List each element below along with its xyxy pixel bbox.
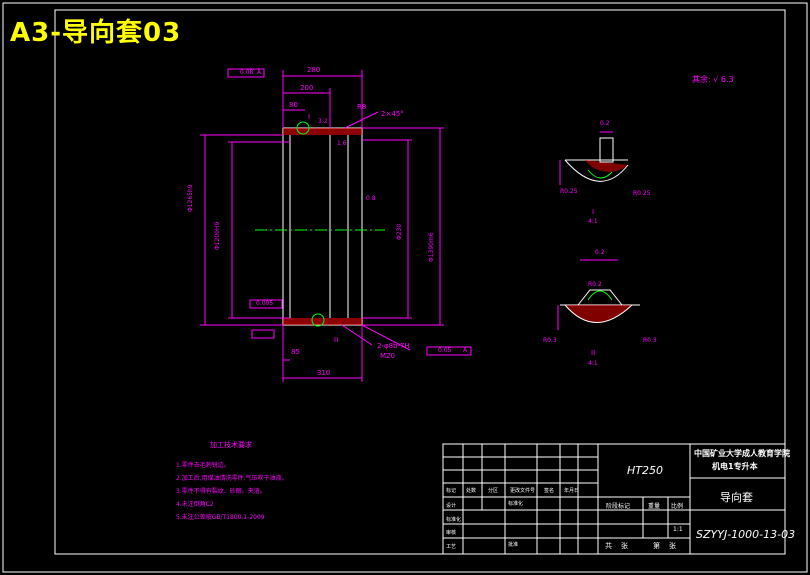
tol-value-3: 0.005: [256, 300, 274, 307]
tol-ref-1: A: [257, 69, 262, 76]
section-ii-label: II: [334, 336, 339, 344]
dim-2holes: 2-φ8b-7H: [377, 342, 410, 350]
stage-label: 阶段标记: [606, 503, 631, 510]
detail-i-scale: 4:1: [588, 218, 598, 225]
dim-left-dia1: Φ1265h9: [187, 184, 194, 212]
notes-title: 加工技术要求: [210, 441, 252, 449]
rev-date: 年月日: [564, 488, 580, 494]
roles-column: 设计 标准化 审核 工艺: [446, 500, 461, 554]
detail-ii-r03a: R0.3: [543, 337, 557, 344]
role-standard: 标准化: [446, 516, 462, 523]
detail-ii-r02: R0.2: [588, 281, 602, 288]
dim-right-dia1: Φ230: [396, 223, 403, 240]
tol-value-2: 0.05: [438, 347, 452, 354]
note-item: 3.零件不得有裂纹、砂眼、夹渣。: [176, 488, 266, 495]
dim-left-dia2: Φ1200H9: [214, 221, 221, 250]
title-block: [442, 443, 786, 555]
dim-310: 310: [317, 369, 331, 377]
rev-zone: 分区: [488, 488, 499, 494]
detail-circle-ii: [311, 313, 325, 327]
note-item: 2.加工后,用煤油清洗零件,气压吹干油液。: [176, 475, 288, 482]
rev-mark: 标记: [446, 488, 457, 494]
rev-count: 处数: [466, 488, 477, 494]
rough-a: 3.2: [318, 118, 328, 125]
detail-i-r025b: R0.25: [633, 190, 651, 197]
detail-ii-r03b: R0.3: [643, 337, 657, 344]
detail-ii-width: 0.2: [595, 249, 605, 256]
hatch-top: [283, 128, 362, 135]
rough-b: 1.6: [337, 140, 347, 147]
dim-85: 85: [291, 348, 300, 356]
note-item: 1.零件去毛刺锐边。: [176, 462, 230, 469]
roughness-label-text: 其余:: [692, 75, 711, 84]
dim-right-dia2: Φ1390m6: [428, 232, 435, 262]
detail-ii-label: II: [591, 349, 596, 357]
notes-list: 1.零件去毛刺锐边。 2.加工后,用煤油清洗零件,气压吹干油液。 3.零件不得有…: [176, 459, 288, 524]
tol-ref-2: A: [463, 347, 468, 354]
sheet-total-label: 共: [605, 542, 612, 550]
hatch-bottom: [283, 318, 362, 325]
tol-value-1: 0.08: [240, 69, 254, 76]
part-name: 导向套: [720, 491, 753, 504]
major-name: 机电1专升本: [712, 462, 758, 471]
note-item: 5.未注公差按GB/T1800.1-2009: [176, 514, 265, 521]
roughness-label: 其余: √ 6.3: [692, 74, 734, 85]
sleeve-outline: [282, 127, 363, 326]
dim-chamfer: 2×45°: [381, 110, 404, 118]
note-item: 4.未注倒角C2: [176, 501, 214, 508]
detail-i-width: 0.2: [600, 120, 610, 127]
rev-sign: 签名: [544, 488, 555, 494]
detail-i-label: I: [592, 208, 595, 216]
drawing-number: SZYYJ-1000-13-03: [696, 528, 796, 541]
role-standard-2: 标准化: [508, 501, 524, 507]
role-process: 工艺: [446, 543, 457, 550]
detail-ii-scale: 4:1: [588, 360, 598, 367]
material-label: HT250: [627, 464, 663, 477]
weight-label: 重量: [648, 503, 661, 510]
role-review: 审核: [446, 530, 457, 536]
detail-i-view: [559, 131, 629, 185]
roughness-value: 6.3: [720, 75, 734, 84]
dim-m20: M20: [380, 352, 395, 360]
detail-ii-hatch: [565, 305, 632, 323]
scale-value: 1:1: [673, 526, 683, 533]
sheet-no-label: 第: [653, 542, 660, 550]
sheet-unit-1: 张: [621, 542, 628, 550]
sheet-unit-2: 张: [669, 542, 676, 550]
detail-ii-view: [557, 259, 640, 330]
main-view: [200, 68, 472, 382]
role-design: 设计: [446, 503, 457, 509]
section-i-label: I: [308, 113, 311, 121]
dim-r8: R8: [357, 103, 367, 111]
dim-200: 200: [300, 84, 314, 92]
revision-header-row: 标记 处数 分区 更改文件号 签名 年月日: [444, 487, 594, 497]
dim-280: 280: [307, 66, 321, 74]
roughness-check-icon: √: [713, 75, 719, 84]
drawing-border: [54, 9, 786, 555]
detail-i-hatch: [585, 160, 628, 172]
detail-i-r025: R0.25: [560, 188, 578, 195]
rough-c: 0.8: [366, 195, 376, 202]
rev-doc: 更改文件号: [510, 488, 536, 494]
page-title: A3-导向套03: [10, 18, 182, 48]
dim-80: 80: [289, 101, 298, 109]
school-name: 中国矿业大学成人教育学院: [694, 449, 790, 458]
detail-circle-i: [296, 121, 310, 135]
scale-label: 比例: [671, 503, 684, 510]
role-approve: 批准: [508, 542, 519, 548]
